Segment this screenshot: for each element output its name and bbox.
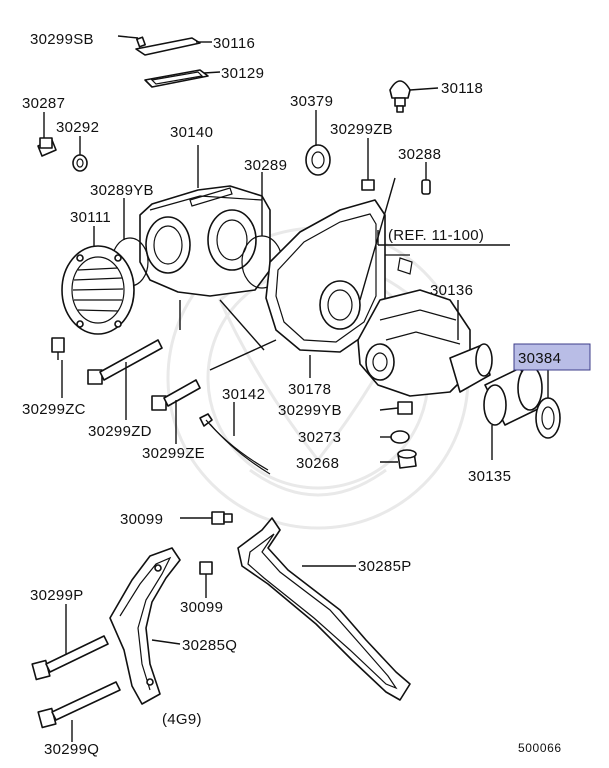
bolt-30299P <box>31 604 109 681</box>
label-30292[interactable]: 30292 <box>56 119 99 136</box>
label-30136[interactable]: 30136 <box>430 282 473 299</box>
bracket-30285P <box>237 517 411 701</box>
highlight-box-30384 <box>513 343 591 371</box>
label-30299P[interactable]: 30299P <box>30 587 84 604</box>
label-30379[interactable]: 30379 <box>290 93 333 110</box>
cover-30111 <box>61 226 135 335</box>
bolt-30299ZD <box>87 339 163 420</box>
plate-30116 <box>135 37 212 56</box>
harness-30142 <box>199 402 271 475</box>
label-30299ZE[interactable]: 30299ZE <box>142 445 205 462</box>
bolt-30299Q <box>37 681 121 742</box>
label-30118[interactable]: 30118 <box>441 80 483 97</box>
ref-bracket <box>359 177 510 301</box>
bolt-30299ZB <box>361 138 375 191</box>
gasket-30129 <box>144 69 221 88</box>
breather-cap-30118 <box>389 80 439 113</box>
oil-seal-30384 <box>535 368 561 439</box>
leader-ze <box>209 339 277 371</box>
label-30287[interactable]: 30287 <box>22 95 65 112</box>
label-30273[interactable]: 30273 <box>298 429 341 446</box>
label-30289YB[interactable]: 30289YB <box>90 182 154 199</box>
bracket-30285Q <box>109 547 181 705</box>
label-30140[interactable]: 30140 <box>170 124 213 141</box>
label-30299SB[interactable]: 30299SB <box>30 31 94 48</box>
label-30299Q[interactable]: 30299Q <box>44 741 99 758</box>
leader-zd <box>219 299 265 351</box>
label-30135[interactable]: 30135 <box>468 468 511 485</box>
label-30099-upper[interactable]: 30099 <box>120 511 163 528</box>
label-30299ZC[interactable]: 30299ZC <box>22 401 86 418</box>
label-30178[interactable]: 30178 <box>288 381 331 398</box>
label-30285Q[interactable]: 30285Q <box>182 637 237 654</box>
label-30299ZB[interactable]: 30299ZB <box>330 121 393 138</box>
label-30288[interactable]: 30288 <box>398 146 441 163</box>
label-30299YB[interactable]: 30299YB <box>278 402 342 419</box>
label-30384[interactable]: 30384 <box>518 350 561 367</box>
label-30299ZD[interactable]: 30299ZD <box>88 423 152 440</box>
gasket-30273 <box>380 430 410 444</box>
label-30289[interactable]: 30289 <box>244 157 287 174</box>
bolt-30299ZC <box>51 337 65 398</box>
label-30285P[interactable]: 30285P <box>358 558 412 575</box>
drain-plug-30268 <box>380 449 417 469</box>
label-30099-lower[interactable]: 30099 <box>180 599 223 616</box>
label-ref[interactable]: (REF. 11-100) <box>388 227 484 244</box>
sleeve-30135 <box>483 365 543 460</box>
adaptor-30136 <box>357 289 493 397</box>
bolt-30299ZE <box>151 379 201 444</box>
washer-30292 <box>72 136 88 172</box>
label-engine: (4G9) <box>162 711 202 728</box>
plug-30287 <box>37 112 57 157</box>
pin-30288 <box>421 162 431 195</box>
oil-seal-30379 <box>305 110 331 176</box>
label-30129[interactable]: 30129 <box>221 65 264 82</box>
label-30142[interactable]: 30142 <box>222 386 265 403</box>
label-30111[interactable]: 30111 <box>70 209 111 226</box>
label-30116[interactable]: 30116 <box>213 35 255 52</box>
screw-30299SB <box>117 35 146 48</box>
bolt-30299YB <box>379 401 413 415</box>
diagram-id: 500066 <box>518 741 562 755</box>
bolt-30099-upper <box>180 511 233 525</box>
bolt-30099-lower <box>199 561 213 598</box>
label-30268[interactable]: 30268 <box>296 455 339 472</box>
